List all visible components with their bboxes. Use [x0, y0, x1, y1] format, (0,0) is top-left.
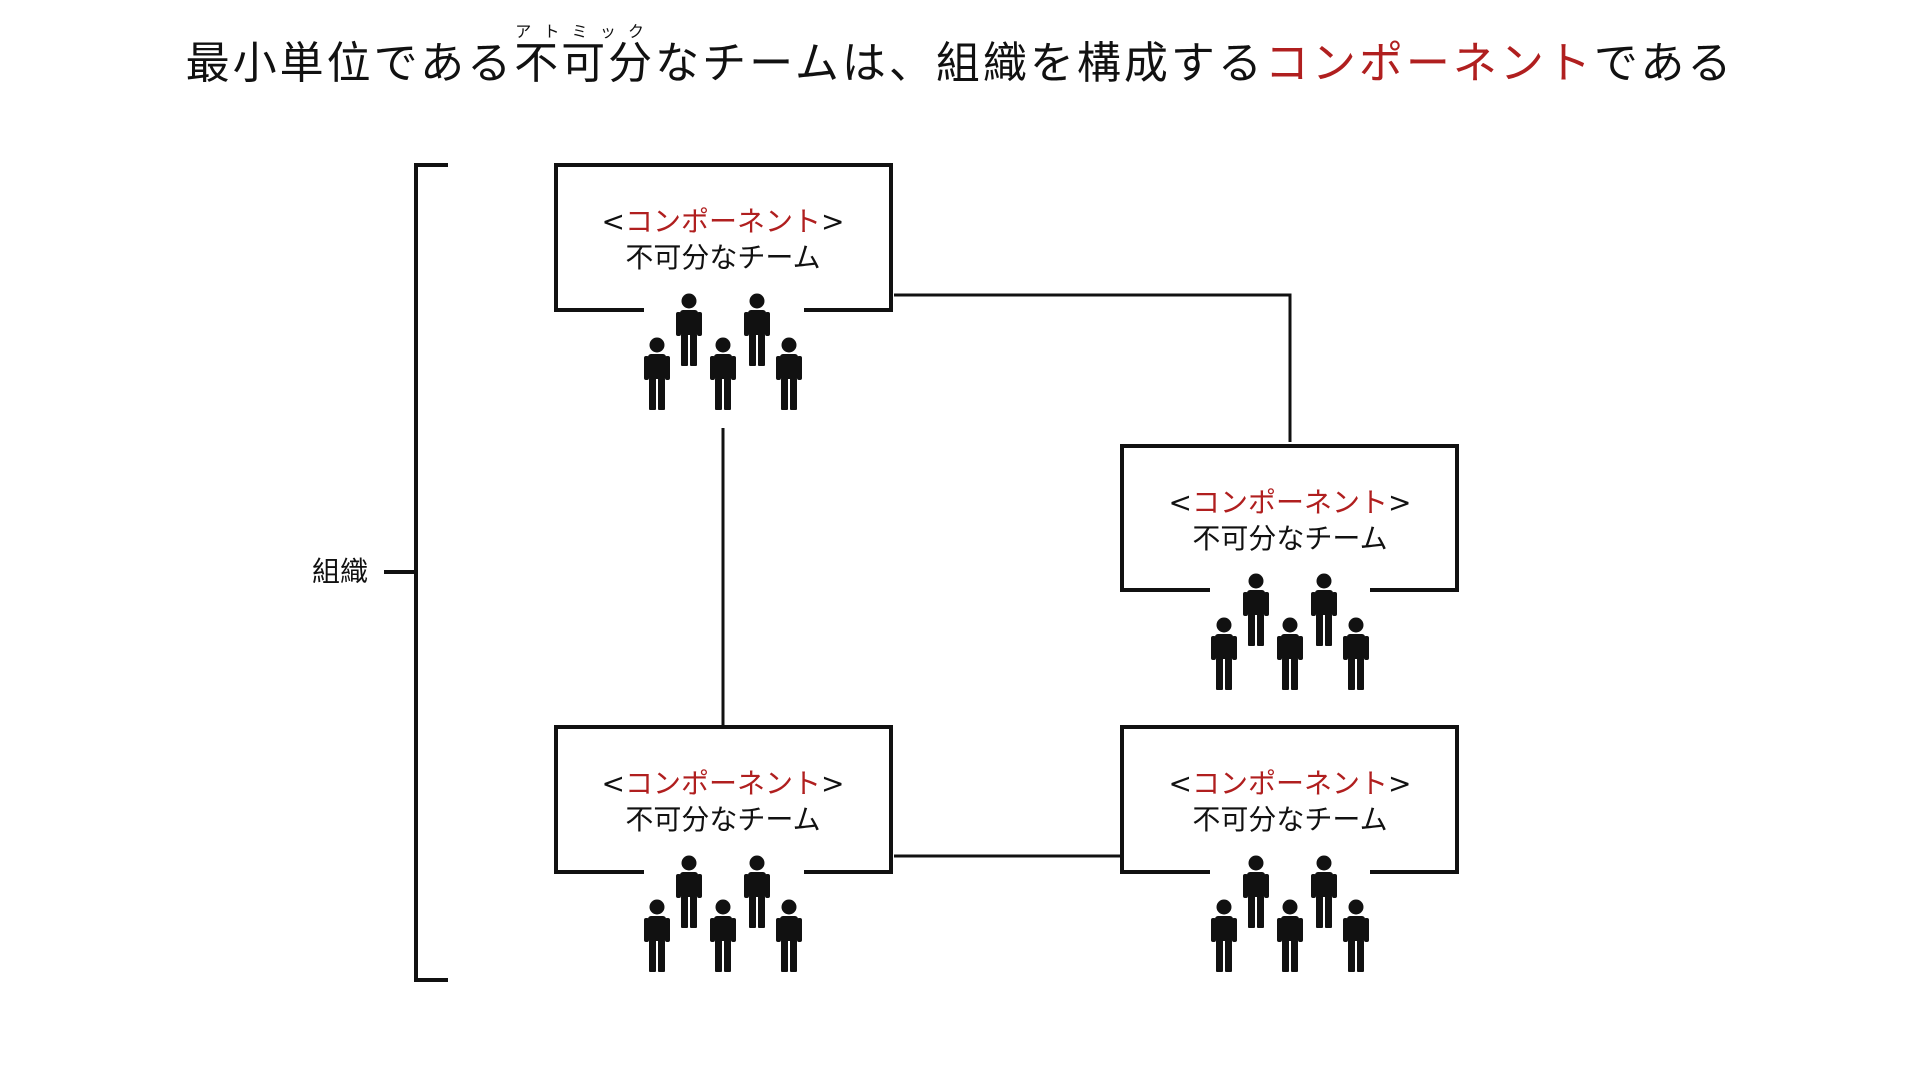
component-heading: <コンポーネント> [1168, 486, 1412, 519]
component-label-2: <コンポーネント> 不可分なチーム [1122, 485, 1458, 557]
component-name: コンポーネント [1191, 486, 1388, 519]
component-name: コンポーネント [624, 767, 821, 800]
component-subtitle: 不可分なチーム [1192, 803, 1388, 836]
component-name: コンポーネント [624, 205, 821, 238]
people-group-icon [1211, 574, 1369, 691]
component-label-1: <コンポーネント> 不可分なチーム [555, 204, 891, 276]
component-heading: <コンポーネント> [601, 205, 845, 238]
people-group-icon [644, 856, 802, 973]
title-ruby: 不可分アトミック [514, 22, 656, 89]
component-name: コンポーネント [1191, 767, 1388, 800]
title-highlight: コンポーネント [1264, 38, 1594, 89]
title-ruby-text: アトミック [514, 22, 656, 41]
component-label-4: <コンポーネント> 不可分なチーム [1122, 766, 1458, 838]
organization-bracket-icon [384, 163, 448, 982]
component-box-3 [554, 725, 893, 973]
component-label-3: <コンポーネント> 不可分なチーム [555, 766, 891, 838]
title-part1: 最小単位である [185, 38, 515, 89]
slide-title: 最小単位である不可分アトミックなチームは、組織を構成するコンポーネントである [0, 22, 1920, 94]
component-box-1 [554, 163, 893, 411]
component-heading: <コンポーネント> [1168, 767, 1412, 800]
connection-line-top [894, 293, 1292, 442]
component-subtitle: 不可分なチーム [1192, 522, 1388, 555]
component-subtitle: 不可分なチーム [625, 803, 821, 836]
people-group-icon [644, 294, 802, 411]
title-part3: である [1593, 38, 1735, 89]
organization-label: 組織 [312, 555, 369, 588]
component-subtitle: 不可分なチーム [625, 241, 821, 274]
title-ruby-base: 不可分 [514, 38, 656, 89]
title-part2: なチームは、組織を構成する [655, 38, 1265, 89]
component-heading: <コンポーネント> [601, 767, 845, 800]
component-box-4 [1120, 725, 1459, 973]
people-group-icon [1211, 856, 1369, 973]
component-box-2 [1120, 444, 1459, 691]
